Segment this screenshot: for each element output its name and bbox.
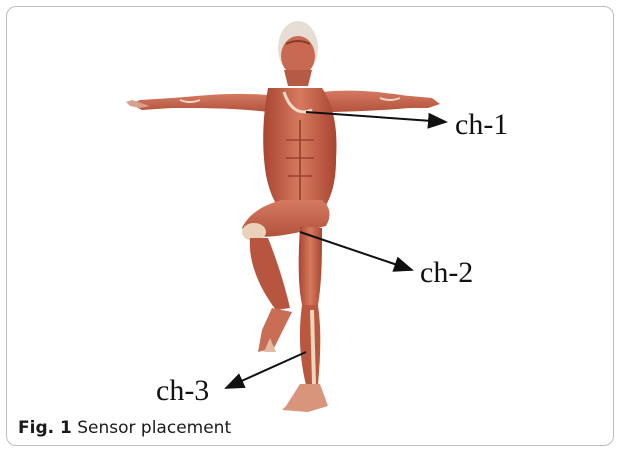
figure-caption: Fig. 1 Sensor placement bbox=[18, 418, 231, 438]
head bbox=[278, 21, 318, 86]
torso bbox=[263, 88, 336, 212]
caption-text: Sensor placement bbox=[77, 418, 231, 438]
left-arm bbox=[126, 94, 268, 112]
standing-leg bbox=[282, 226, 328, 412]
label-ch1: ch-1 bbox=[455, 110, 508, 140]
label-ch2: ch-2 bbox=[420, 258, 473, 288]
figure-number: Fig. 1 bbox=[18, 418, 72, 438]
label-ch3: ch-3 bbox=[156, 376, 209, 406]
right-arm bbox=[322, 91, 440, 112]
arrow-ch3 bbox=[226, 352, 306, 388]
